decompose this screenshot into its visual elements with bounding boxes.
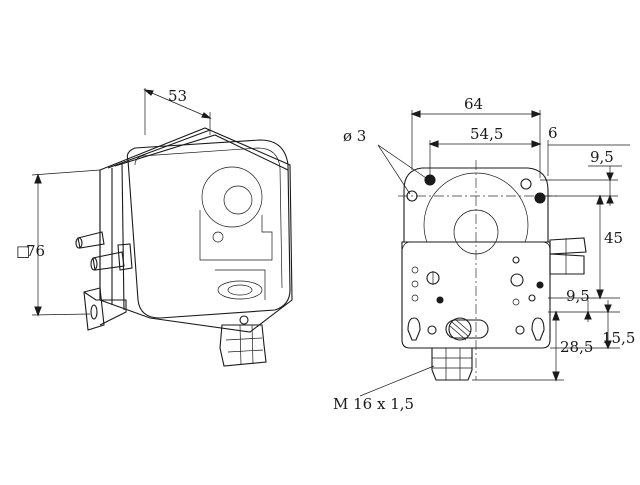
screw-1 (411, 266, 419, 274)
terminal-1 (436, 296, 444, 304)
dim-dia-label: ø 3 (343, 127, 366, 145)
keyhole-left (407, 317, 421, 341)
dim-155-arrows (604, 304, 612, 350)
lower-nozzle (92, 251, 125, 271)
bracket-flange (83, 291, 127, 326)
thread-leader (359, 365, 435, 397)
bottom-gland-facets (432, 348, 472, 380)
dim-64-arrows (410, 110, 542, 118)
terminal-2 (512, 256, 520, 264)
dim-95-top-line (588, 165, 622, 206)
adjuster-screw-left (427, 325, 437, 335)
adjuster-wheel (448, 317, 472, 341)
dim-76-ext (31, 169, 101, 316)
diaphragm-inner (223, 185, 253, 215)
housing-side-line-2 (121, 162, 125, 311)
bracket-slot (90, 304, 98, 320)
upper-nozzle-end (75, 237, 83, 249)
hole-top-left (424, 174, 436, 186)
dim-45-arrows (596, 194, 604, 300)
adjuster-screw-right (515, 325, 525, 335)
bottom-gland (431, 347, 473, 381)
dim-6-label: 6 (548, 124, 558, 142)
dim-76-prefix: □ (16, 242, 30, 260)
internal-bracket (215, 269, 266, 300)
front-cover (126, 139, 291, 319)
dim-155-label: 15,5 (602, 329, 635, 347)
dim-53-line (144, 89, 211, 119)
side-nozzle-upper (549, 237, 587, 255)
internal-ring-inner (227, 284, 253, 296)
dim-95-top-label: 9,5 (590, 148, 614, 166)
terminal-4 (528, 294, 536, 302)
dim-545-arrows (428, 140, 542, 148)
nozzle-base (117, 243, 133, 271)
keyhole-right (531, 317, 545, 341)
internal-frame (199, 210, 273, 261)
adjuster-knurl (449, 319, 471, 341)
internal-screw (212, 231, 224, 243)
knob-right (510, 273, 524, 287)
dim-95-low-label: 9,5 (566, 287, 590, 305)
internal-ring (217, 280, 263, 300)
cable-gland (219, 324, 267, 367)
dim-95-top-arrows (606, 172, 614, 204)
dim-45-label: 45 (604, 229, 623, 247)
front-screw (239, 315, 249, 325)
housing-edge (107, 129, 211, 169)
housing-outline (99, 127, 293, 333)
dim-95-top-ext (540, 179, 618, 197)
screw-3 (411, 294, 419, 302)
terminal-5 (512, 298, 520, 306)
dim-76-arrows (34, 173, 42, 317)
dim-76-label: 76 (26, 242, 45, 260)
lower-body (401, 241, 551, 349)
dim-285-label: 28,5 (560, 338, 593, 356)
hole-top-right (520, 178, 532, 190)
gland-facets (225, 324, 264, 366)
mounting-bracket (83, 287, 105, 331)
diaphragm-circle (201, 166, 263, 228)
dim-285-arrows (552, 310, 560, 382)
dim-dia-leaders (377, 144, 427, 195)
front-view: 64 54,5 6 ø 3 9,5 45 9,5 15,5 28, (333, 95, 635, 413)
dim-53-label: 53 (168, 87, 187, 105)
terminal-3 (536, 281, 544, 289)
isometric-view: 53 □ 76 (16, 87, 293, 367)
lower-nozzle-end (90, 257, 98, 271)
side-nozzle-lower (549, 253, 585, 275)
hole-mid-left (406, 190, 418, 202)
dim-53-arrows (143, 89, 212, 119)
upper-housing (403, 167, 549, 243)
upper-nozzle (77, 231, 105, 249)
dim-53-ext (144, 88, 211, 135)
screw-2 (411, 280, 419, 288)
cover-inner-edge (134, 147, 283, 289)
dim-545-label: 54,5 (470, 125, 503, 143)
thread-label: M 16 x 1,5 (333, 395, 414, 413)
dim-64-label: 64 (464, 95, 483, 113)
dim-95-low-arrows (584, 310, 592, 320)
hole-mid-right (534, 192, 546, 204)
